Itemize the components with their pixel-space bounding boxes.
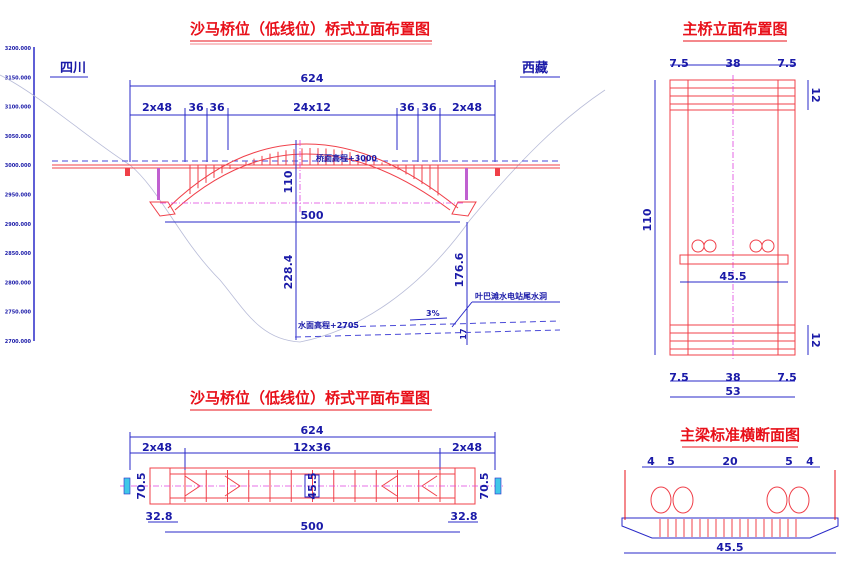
dim-bottom: 38: [725, 371, 740, 384]
dim-arch-span: 500: [301, 209, 324, 222]
abutment-right: [495, 168, 500, 176]
direction-left: 四川: [60, 61, 86, 76]
scale-tick-label: 2950.000: [5, 193, 32, 199]
scale-tick-label: 3200.000: [5, 46, 32, 52]
dim-extension-lines: [129, 432, 496, 470]
water-line: [294, 329, 561, 338]
tunnel-dim: 17: [459, 328, 468, 339]
dim-sub-span: 12x36: [293, 441, 331, 454]
dim-width-right: 70.5: [478, 472, 491, 499]
tower-view: 主桥立面布置图 7.5 38 7.5 7.5 38 7.5 53 110 12 …: [641, 20, 822, 398]
water-elevation-label: 水面高程+2705: [297, 320, 359, 330]
deck-section: [679, 254, 789, 265]
plan-end-left: [123, 477, 131, 495]
scale-tick-label: 3050.000: [5, 134, 32, 140]
scale-tick-label: 2750.000: [5, 310, 32, 316]
plan-title: 沙马桥位（低线位）桥式平面布置图: [190, 389, 430, 407]
scale-tick-label: 2800.000: [5, 280, 32, 286]
arch-foundation-right: [451, 201, 477, 217]
dim-bottom: 7.5: [669, 371, 689, 384]
arch-rib-inner: [174, 153, 451, 211]
scale-tick-label: 3100.000: [5, 105, 32, 111]
dim-abutment-left: 32.8: [145, 510, 172, 523]
elevation-title: 沙马桥位（低线位）桥式立面布置图: [190, 20, 430, 38]
dim-lane: 4: [647, 455, 655, 468]
dim-deck-width: 45.5: [306, 472, 319, 499]
dim-sub-span: 36: [421, 101, 437, 114]
scale-tick-label: 3000.000: [5, 163, 32, 169]
deck-elevation-label: 桥面高程+3000: [316, 153, 377, 163]
dim-deck-width: 45.5: [719, 270, 746, 283]
tunnel-line: [339, 320, 561, 328]
tower-bracing: [670, 87, 795, 350]
dim-total-span: 624: [301, 424, 324, 437]
vehicles: [691, 239, 775, 253]
dim-top: 38: [725, 57, 740, 70]
dim-lane: 5: [667, 455, 675, 468]
dim-height-left: 228.4: [282, 254, 295, 289]
dim-bottom-beam: 12: [809, 332, 822, 347]
slope-label: 3%: [426, 309, 440, 318]
dim-sub-span: 2x48: [452, 441, 482, 454]
dim-bottom: 7.5: [777, 371, 797, 384]
pier: [157, 168, 160, 200]
plan-end-right: [494, 477, 502, 495]
dim-sub-span: 36: [188, 101, 204, 114]
plan-view: 沙马桥位（低线位）桥式平面布置图 624 2x48 12x36 2x48 70.…: [120, 389, 505, 533]
dim-height: 110: [641, 208, 654, 231]
scale-tick-label: 2700.000: [5, 339, 32, 345]
scale-tick-label: 2900.000: [5, 222, 32, 228]
dim-top: 7.5: [777, 57, 797, 70]
cross-section-view: 主梁标准横断面图 4 5 20 5 4 45.5: [621, 426, 839, 554]
dim-sub-span: 36: [399, 101, 415, 114]
box-girder: [621, 517, 839, 539]
scale-ticks: 3200.000 3150.000 3100.000 3050.000 3000.000…: [5, 46, 32, 345]
arch-foundation-left: [149, 201, 176, 217]
direction-right: 西藏: [522, 60, 548, 76]
tunnel-label: 叶巴滩水电站尾水洞: [475, 291, 547, 301]
dim-sub-span: 36: [209, 101, 225, 114]
slope-arrow-icon: [409, 317, 448, 321]
dim-lane: 5: [785, 455, 793, 468]
leader-line: [451, 301, 473, 328]
dim-total-width: 45.5: [716, 541, 743, 554]
arch-verticals: [189, 148, 439, 196]
dim-sub-span: 24x12: [293, 101, 331, 114]
terrain-profile: [0, 74, 606, 343]
dim-total-width: 53: [725, 385, 740, 398]
vehicles: [650, 486, 810, 514]
dim-width-left: 70.5: [135, 472, 148, 499]
cross-section-title: 主梁标准横断面图: [680, 426, 800, 444]
dim-sub-span: 2x48: [452, 101, 482, 114]
pier: [465, 168, 468, 200]
deck-width-box: [304, 474, 320, 498]
scale-tick-label: 3150.000: [5, 75, 32, 81]
dim-top: 7.5: [669, 57, 689, 70]
dim-rise: 110: [282, 170, 295, 193]
tower-title: 主桥立面布置图: [682, 20, 787, 38]
dim-total-span: 624: [301, 72, 324, 85]
dim-sub-span: 2x48: [142, 441, 172, 454]
dim-arch-span: 500: [301, 520, 324, 533]
scale-tick-label: 2850.000: [5, 251, 32, 257]
dim-lane: 4: [806, 455, 814, 468]
abutment-left: [125, 168, 130, 176]
dim-sub-span: 2x48: [142, 101, 172, 114]
arch-rib-outer: [167, 143, 459, 209]
dim-height-right: 176.6: [453, 252, 466, 287]
tower-outline: [669, 79, 796, 356]
elevation-view: 沙马桥位（低线位）桥式立面布置图 3200.000 3150.000 3100.00…: [0, 20, 606, 345]
dim-extension-lines: [129, 80, 496, 162]
dim-lane: 20: [722, 455, 738, 468]
dim-top-beam: 12: [809, 87, 822, 102]
dim-abutment-right: 32.8: [450, 510, 477, 523]
girder-diaphragms: [659, 519, 797, 537]
